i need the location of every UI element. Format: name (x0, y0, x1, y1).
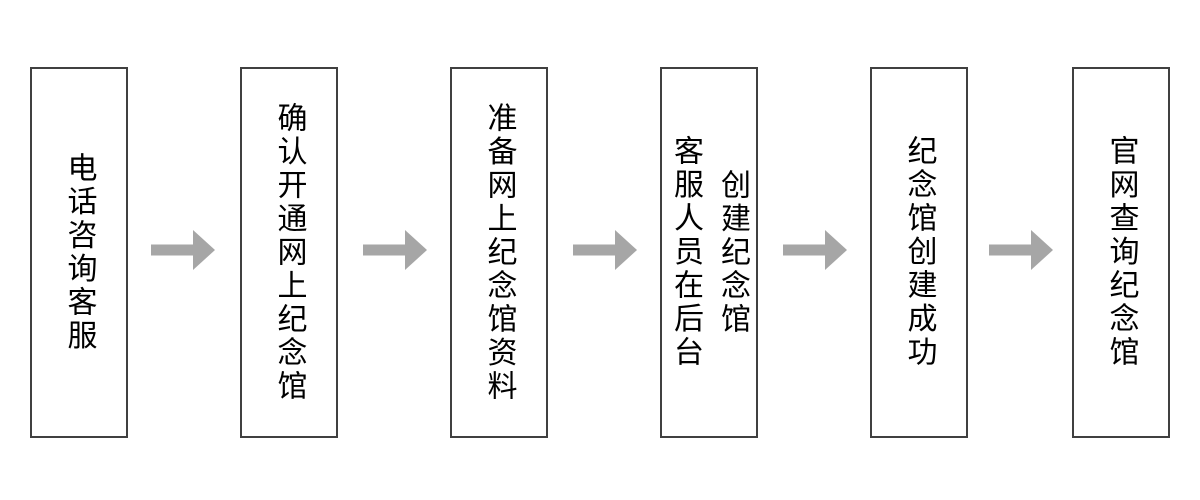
flow-step-3-label: 准备网上纪念馆资料 (482, 101, 516, 404)
flow-step-1-label: 电话咨询客服 (62, 152, 96, 353)
right-arrow-icon (989, 230, 1053, 270)
flow-step-4-label-line-1: 客服人员在后台 (669, 135, 702, 370)
right-arrow-icon (783, 230, 847, 270)
flow-step-box-1: 电话咨询客服 (30, 67, 128, 438)
flow-step-box-4: 客服人员在后台 创建纪念馆 (660, 67, 758, 438)
right-arrow-icon (573, 230, 637, 270)
flow-step-box-3: 准备网上纪念馆资料 (450, 67, 548, 438)
flow-step-6-label: 官网查询纪念馆 (1104, 135, 1138, 370)
flow-step-box-2: 确认开通网上纪念馆 (240, 67, 338, 438)
right-arrow-icon (363, 230, 427, 270)
flow-step-2-label: 确认开通网上纪念馆 (272, 101, 306, 404)
right-arrow-icon (151, 230, 215, 270)
flow-step-box-6: 官网查询纪念馆 (1072, 67, 1170, 438)
flow-step-5-label: 纪念馆创建成功 (902, 135, 936, 370)
flow-step-box-5: 纪念馆创建成功 (870, 67, 968, 438)
flow-step-4-label-line-2: 创建纪念馆 (716, 168, 749, 337)
